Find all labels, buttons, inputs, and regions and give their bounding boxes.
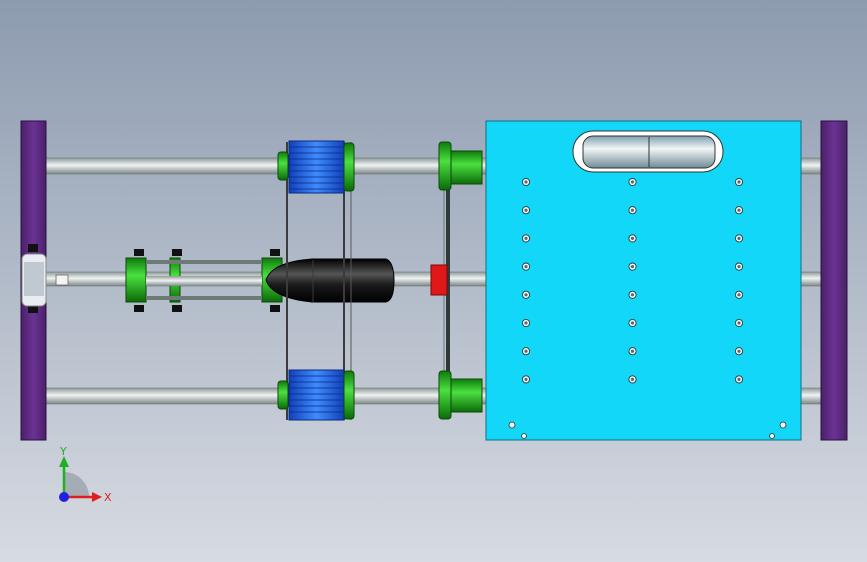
mounting-hole-core [737,180,741,184]
y-axis-label: Y [59,445,67,458]
mounting-hole-core [737,208,741,212]
bottom-pulley-gear [277,369,355,421]
mounting-hole-core [524,265,528,269]
mounting-hole-core [737,377,741,381]
mounting-hole-core [630,349,635,353]
right-end-plate [820,120,848,441]
mounting-hole-core [737,236,741,240]
mounting-hole-core [524,321,528,325]
mounting-hole-core [630,208,635,212]
mounting-hole-core [737,265,741,269]
mounting-hole-core [524,377,528,381]
triad-arc-icon [64,472,89,497]
mounting-hole-core [630,321,635,325]
mounting-hole-core [524,349,528,353]
mounting-hole-core [630,265,635,269]
mounting-hole-core [630,236,635,240]
mounting-hole-core [737,349,741,353]
drive-motor [265,258,395,303]
mounting-hole-core [524,208,528,212]
work-table [485,120,802,441]
mounting-hole-core [524,236,528,240]
mounting-hole-core [524,180,528,184]
mounting-hole-core [630,293,635,297]
mounting-hole-core [737,293,741,297]
bottom-table-bushing [438,370,483,420]
mounting-hole-core [630,377,635,381]
mounting-hole-core [737,321,741,325]
mounting-hole-core [630,180,635,184]
top-pulley-gear [277,140,355,194]
x-axis-label: X [104,491,112,504]
left-bearing-block [21,244,69,313]
top-table-bushing [438,141,483,191]
coordinate-triad: Y X [59,445,112,504]
shaft-coupler [430,264,448,296]
table-handle [572,130,724,173]
table-mounting-holes [521,177,744,384]
mounting-hole-core [524,293,528,297]
